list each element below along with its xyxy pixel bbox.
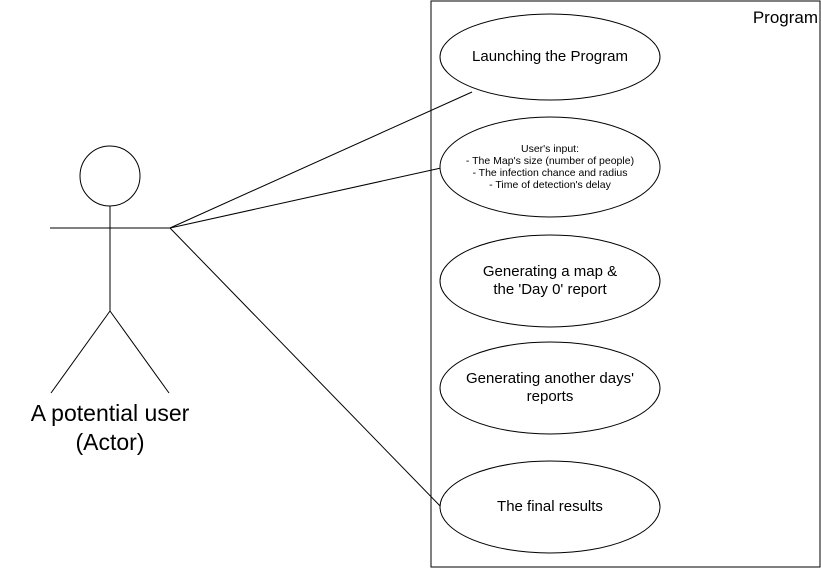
usecase-final-line-1: The final results [497, 498, 603, 515]
usecase-launch-label: Launching the Program [440, 14, 660, 100]
actor-right-leg [109, 310, 170, 394]
actor-name-line-2: (Actor) [75, 429, 145, 455]
actor-name-line-1: A potential user [30, 400, 190, 426]
actor-head [79, 145, 141, 207]
usecase-launch-ellipse [439, 13, 661, 101]
usecase-final-ellipse [439, 460, 661, 554]
usecase-input-line-1: User's input: [520, 143, 580, 155]
actor-left-leg [50, 310, 111, 394]
association-input [169, 167, 442, 229]
association-final [169, 227, 445, 511]
usecase-other-days-line-2: reports [526, 388, 574, 405]
usecase-day0-label: Generating a map & the 'Day 0' report [440, 235, 660, 327]
usecase-input-line-3: - The infection chance and radius [472, 167, 628, 179]
usecase-input-ellipse [439, 116, 661, 218]
system-title: Program [752, 8, 818, 27]
usecase-other-days-label: Generating another days' reports [440, 342, 660, 434]
usecase-other-days-line-1: Generating another days' [466, 370, 634, 387]
usecase-day0-line-2: the 'Day 0' report [493, 281, 607, 298]
actor-figure [50, 145, 170, 394]
actor-name: A potential user (Actor) [10, 399, 210, 457]
usecase-final-label: The final results [440, 461, 660, 553]
usecase-other-days-ellipse [439, 341, 661, 435]
usecase-input-label: User's input: - The Map's size (number o… [440, 117, 660, 217]
association-launch [169, 91, 473, 229]
usecase-input-line-4: - Time of detection's delay [489, 179, 611, 191]
usecase-launch-line-1: Launching the Program [472, 48, 628, 65]
usecase-input-line-2: - The Map's size (number of people) [465, 155, 635, 167]
usecase-day0-ellipse [439, 234, 661, 328]
usecase-day0-line-1: Generating a map & [482, 263, 618, 280]
